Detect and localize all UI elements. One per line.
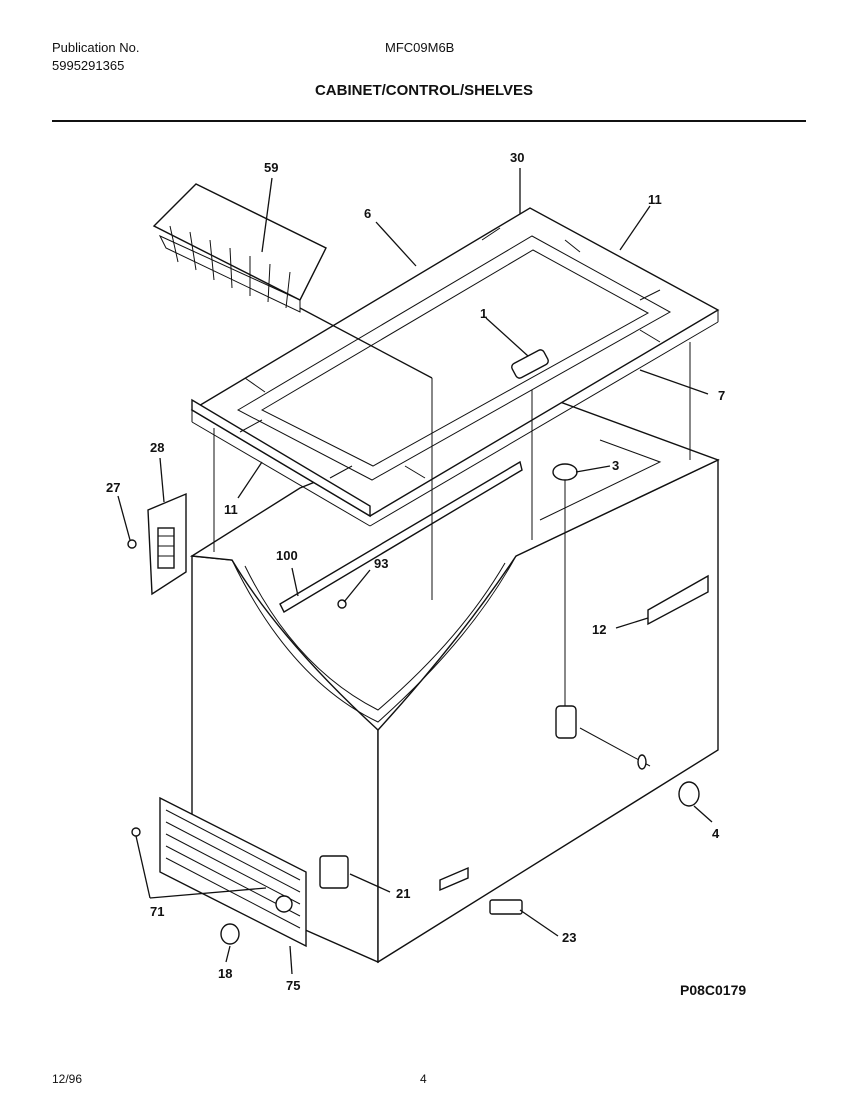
page-number: 4 xyxy=(420,1072,427,1086)
callout-6: 6 xyxy=(364,206,371,221)
drain-part xyxy=(552,463,700,807)
footer-date: 12/96 xyxy=(52,1072,83,1086)
callout-7: 7 xyxy=(718,388,725,403)
callout-27: 27 xyxy=(106,480,120,495)
callout-21: 21 xyxy=(396,886,410,901)
label-12-part xyxy=(647,574,709,626)
screw-27-part xyxy=(127,539,137,549)
callout-4: 4 xyxy=(712,826,720,841)
model-number: MFC09M6B xyxy=(385,40,455,55)
lid-switch-part xyxy=(511,349,549,379)
control-21-part xyxy=(319,855,349,889)
callout-11-left: 11 xyxy=(224,502,238,517)
callout-11-top: 11 xyxy=(648,192,662,207)
callout-28: 28 xyxy=(150,440,164,455)
publication-number: 5995291365 xyxy=(52,58,125,73)
callout-23: 23 xyxy=(562,930,576,945)
page-title: CABINET/CONTROL/SHELVES xyxy=(314,82,534,99)
callout-75: 75 xyxy=(286,978,300,993)
callout-59: 59 xyxy=(264,160,278,175)
callout-1: 1 xyxy=(480,306,487,321)
callout-12: 12 xyxy=(592,622,606,637)
callout-100: 100 xyxy=(276,548,298,563)
callout-93: 93 xyxy=(374,556,388,571)
callout-18: 18 xyxy=(218,966,232,981)
basket-part xyxy=(152,183,327,313)
header-rule xyxy=(52,120,806,122)
leader-lines xyxy=(117,168,713,975)
switch-23-part xyxy=(439,866,523,915)
callout-71: 71 xyxy=(150,904,164,919)
figure-code: P08C0179 xyxy=(680,982,747,998)
lid-frame xyxy=(190,207,720,527)
publication-label: Publication No. xyxy=(52,40,140,55)
callout-30: 30 xyxy=(510,150,524,165)
callout-3: 3 xyxy=(612,458,619,473)
grille-part xyxy=(131,796,307,948)
hinge-part xyxy=(147,492,187,596)
